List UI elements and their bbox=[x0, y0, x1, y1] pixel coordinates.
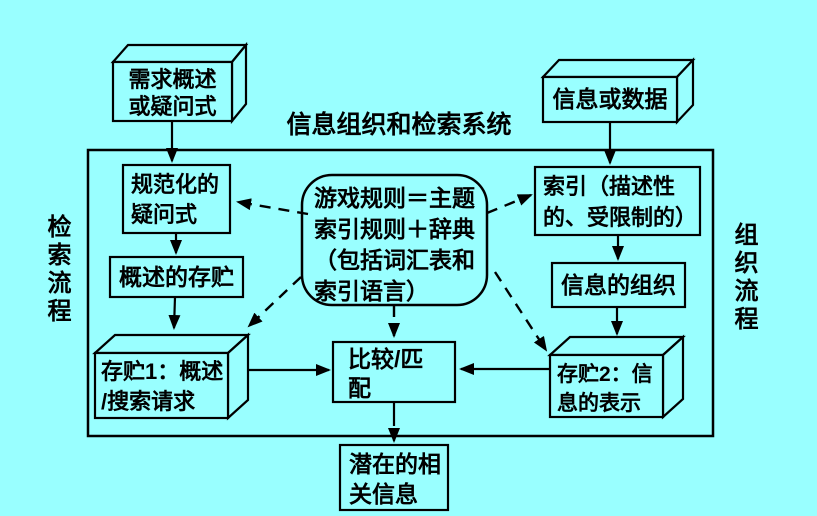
node-storage1-line2: /搜索请求 bbox=[101, 389, 196, 414]
node-info-org-line1: 信息的组织 bbox=[561, 272, 676, 298]
system-boundary-box bbox=[86, 148, 715, 438]
node-relevant-line1: 潜在的相 bbox=[349, 451, 441, 477]
node-info-data: 信息或数据 bbox=[543, 77, 677, 122]
node-game-rules: 游戏规则＝主题 索引规则＋辞典 （包括词汇表和 索引语言） bbox=[302, 175, 487, 305]
node-relevant-line2: 关信息 bbox=[349, 481, 418, 507]
node-index-line2: 的、受限制的） bbox=[543, 205, 698, 230]
node-normalized-query: 规范化的 疑问式 bbox=[123, 165, 230, 233]
node-game-rules-line3: （包括词汇表和 bbox=[314, 247, 475, 273]
node-compare-line2: 配 bbox=[348, 375, 371, 401]
node-index-line1: 索引（描述性 bbox=[543, 174, 676, 199]
node-game-rules-line1: 游戏规则＝主题 bbox=[314, 185, 475, 211]
info-org-box bbox=[550, 261, 687, 309]
solid-arrows bbox=[166, 121, 624, 376]
info-data-cuboid bbox=[540, 57, 696, 125]
node-normalized-query-line1: 规范化的 bbox=[131, 172, 220, 197]
game-rules-box bbox=[300, 173, 489, 307]
storage1-cuboid bbox=[92, 332, 251, 421]
node-storage2-line2: 息的表示 bbox=[557, 392, 641, 415]
node-summary-storage-line1: 概述的存贮 bbox=[119, 264, 234, 290]
node-storage2-line1: 存贮2：信 bbox=[557, 363, 653, 386]
node-need-line2: 或疑问式 bbox=[128, 94, 217, 119]
compare-box bbox=[331, 340, 457, 404]
node-normalized-query-line2: 疑问式 bbox=[131, 202, 198, 227]
node-need-line1: 需求概述 bbox=[128, 67, 217, 92]
node-storage1-line1: 存贮1：概述 bbox=[101, 359, 224, 384]
node-compare: 比较/匹 配 bbox=[333, 342, 455, 402]
summary-storage-box bbox=[108, 255, 245, 299]
need-cuboid bbox=[110, 41, 249, 125]
diagram-title: 信息组织和检索系统 bbox=[286, 111, 512, 139]
right-flow-label: 组织流程 bbox=[730, 222, 757, 334]
node-compare-line1: 比较/匹 bbox=[348, 346, 424, 372]
storage2-cuboid bbox=[547, 334, 686, 420]
node-index: 索引（描述性 的、受限制的） bbox=[535, 167, 700, 235]
node-game-rules-line4: 索引语言） bbox=[314, 278, 429, 304]
node-storage1: 存贮1：概述 /搜索请求 bbox=[95, 353, 228, 418]
node-relevant: 潜在的相 关信息 bbox=[340, 445, 448, 510]
node-info-org: 信息的组织 bbox=[552, 263, 685, 307]
left-flow-label: 检索流程 bbox=[43, 214, 70, 326]
node-need: 需求概述 或疑问式 bbox=[113, 62, 232, 121]
relevant-box bbox=[338, 443, 450, 512]
node-summary-storage: 概述的存贮 bbox=[110, 257, 243, 297]
node-info-data-line1: 信息或数据 bbox=[552, 86, 668, 112]
dashed-arrows bbox=[236, 193, 548, 352]
node-game-rules-line2: 索引规则＋辞典 bbox=[314, 216, 475, 242]
node-storage2: 存贮2：信 息的表示 bbox=[550, 355, 663, 417]
